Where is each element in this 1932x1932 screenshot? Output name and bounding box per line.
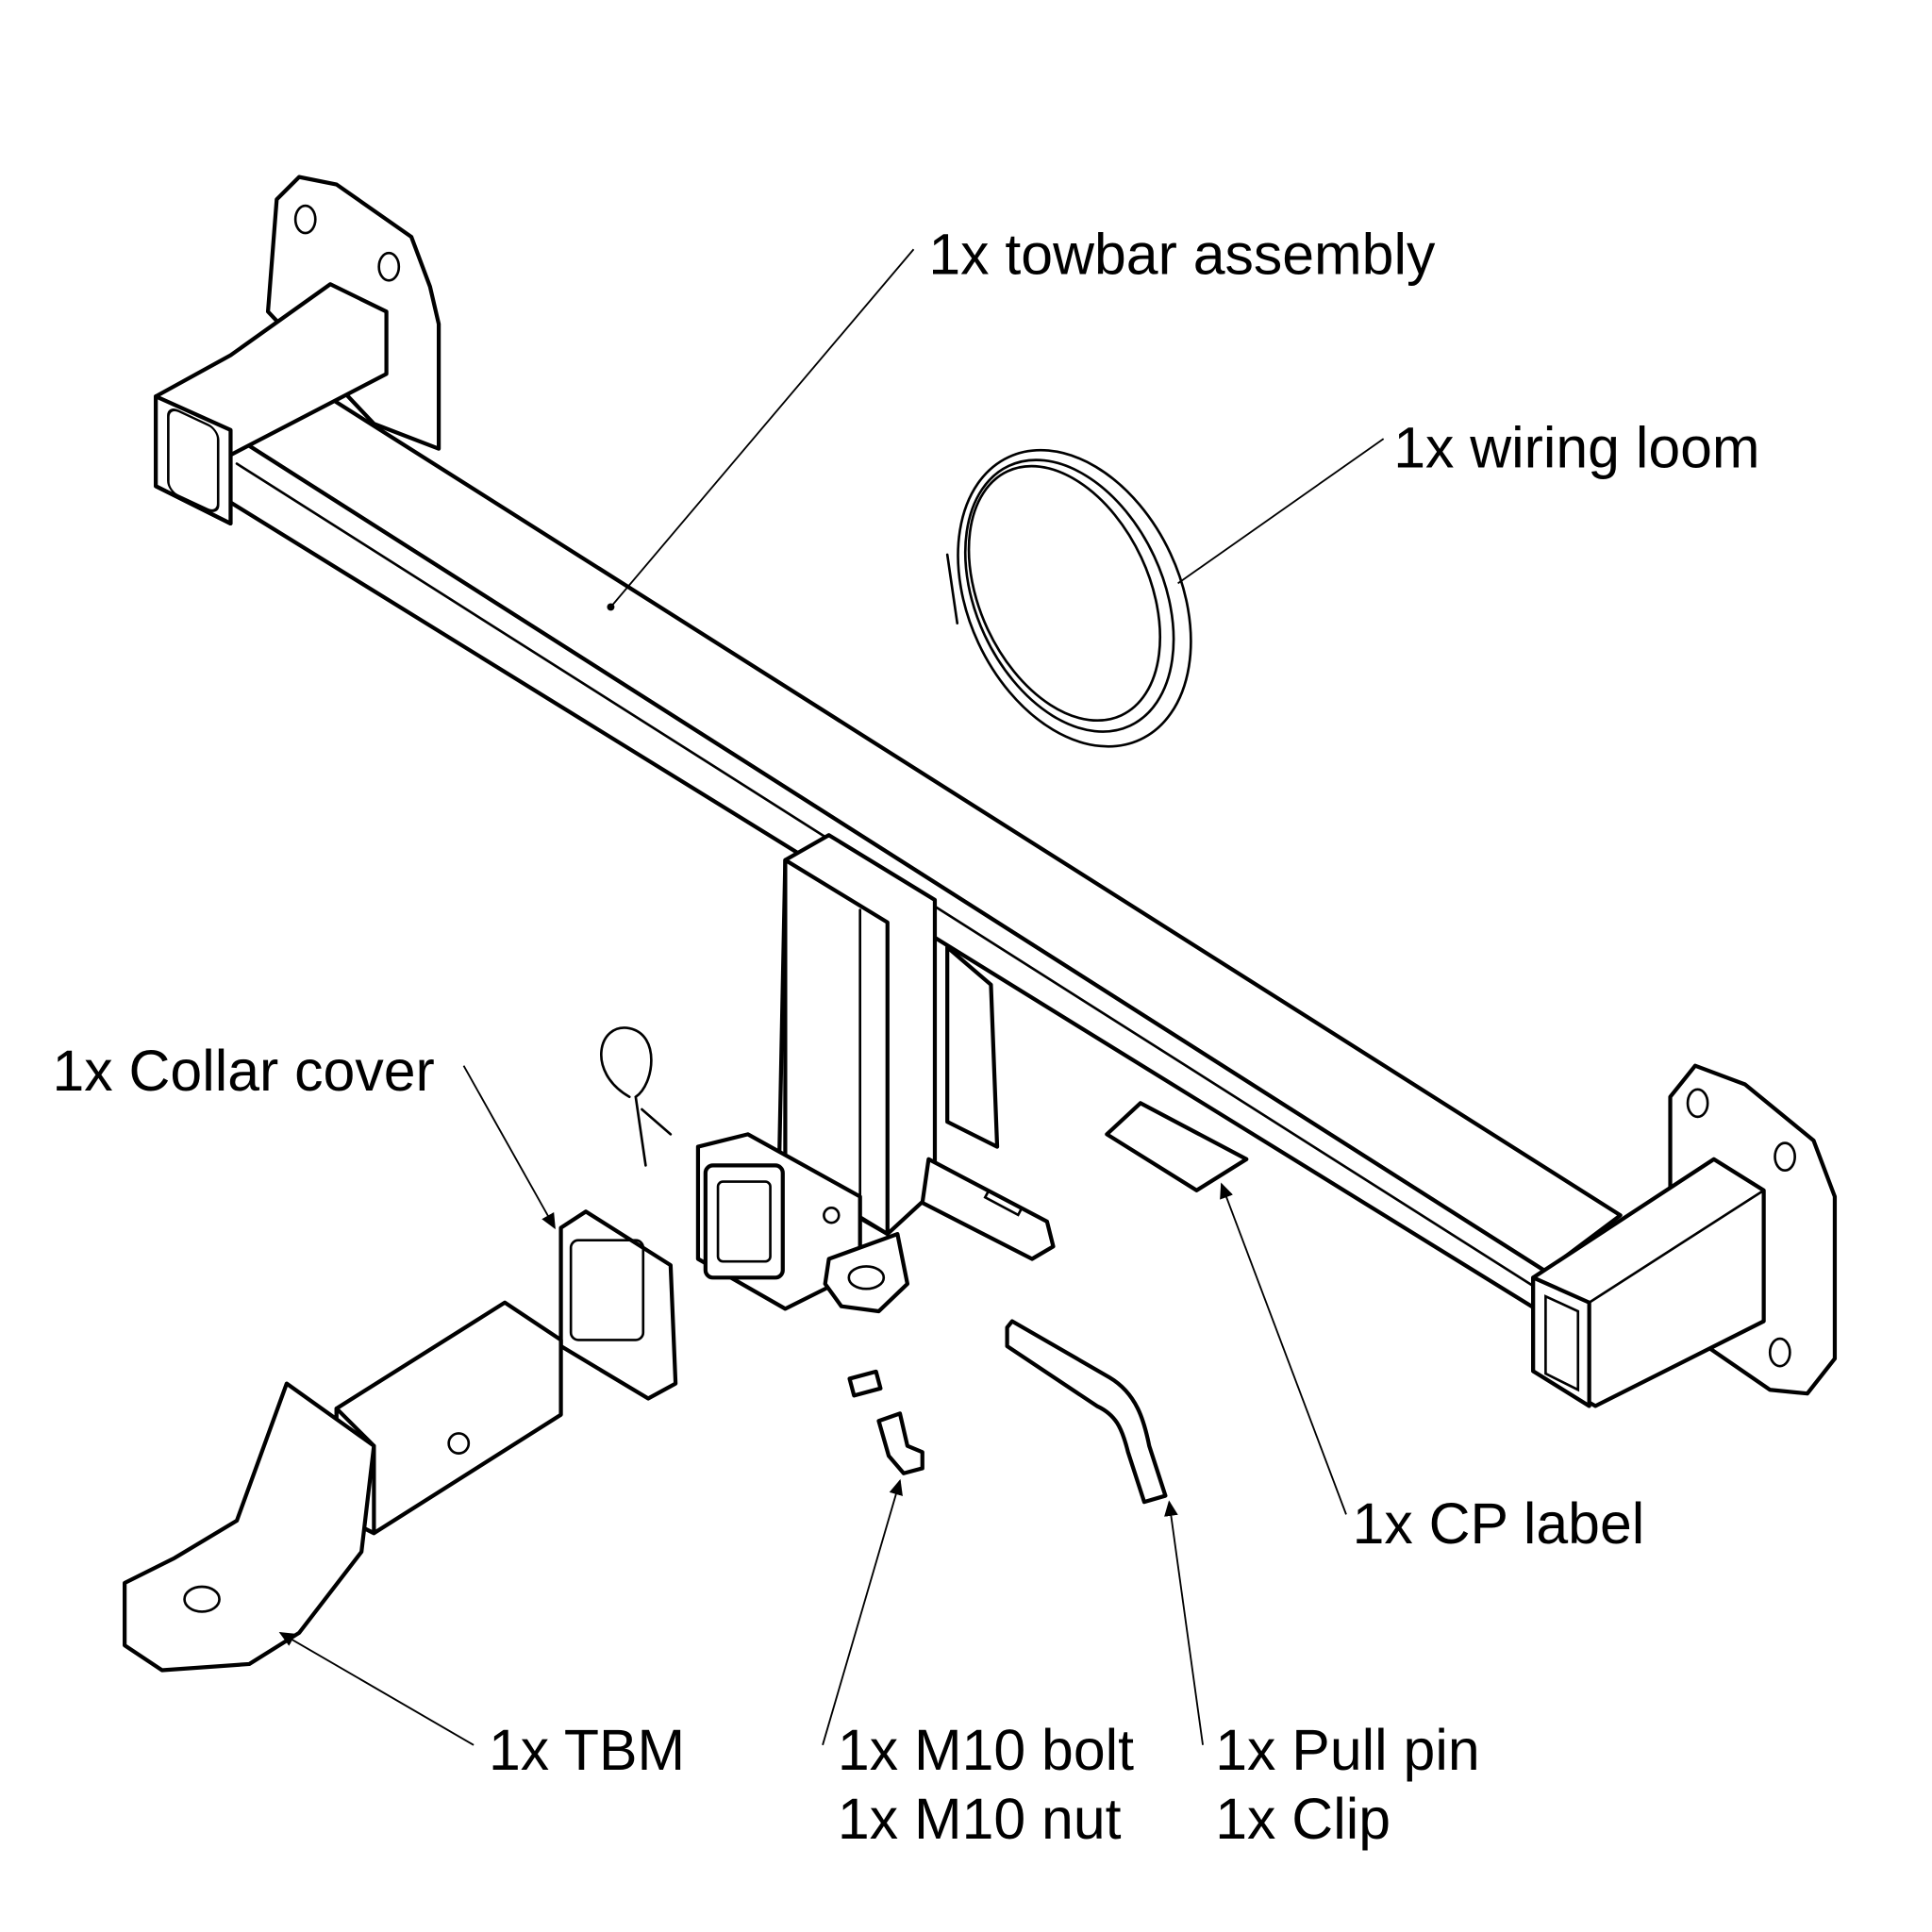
left-tube-end xyxy=(154,282,389,526)
label-cp-label: 1x CP label xyxy=(1353,1491,1645,1556)
tbm-tow-ball-mount xyxy=(123,1300,563,1673)
label-collar-cover: 1x Collar cover xyxy=(52,1039,434,1103)
label-tbm: 1x TBM xyxy=(489,1718,685,1782)
label-m10-bolt: 1x M10 bolt xyxy=(838,1718,1134,1782)
label-clip: 1x Clip xyxy=(1215,1787,1391,1851)
leader-cp-label xyxy=(1220,1182,1347,1515)
leader-pull-pin xyxy=(1164,1500,1204,1745)
pull-pin xyxy=(1005,1319,1168,1505)
label-m10-nut: 1x M10 nut xyxy=(838,1787,1122,1851)
receiver-assembly xyxy=(695,833,1056,1314)
right-tube-end xyxy=(1531,1157,1766,1408)
m10-nut-and-bolt xyxy=(847,1369,924,1475)
leader-towbar xyxy=(609,248,915,608)
label-towbar-assembly: 1x towbar assembly xyxy=(928,223,1436,287)
leader-wiring-loom xyxy=(1177,438,1385,585)
label-pull-pin: 1x Pull pin xyxy=(1215,1718,1479,1782)
leader-m10 xyxy=(822,1478,903,1746)
leader-collar-cover xyxy=(462,1065,556,1230)
collar-cover xyxy=(558,1209,678,1401)
wiring-loom xyxy=(945,448,1192,748)
clip xyxy=(600,1026,673,1167)
label-wiring-loom: 1x wiring loom xyxy=(1393,415,1759,479)
cp-label-plate xyxy=(1105,1101,1249,1192)
towbar-leader-dot xyxy=(607,603,615,611)
leader-tbm xyxy=(278,1631,475,1746)
